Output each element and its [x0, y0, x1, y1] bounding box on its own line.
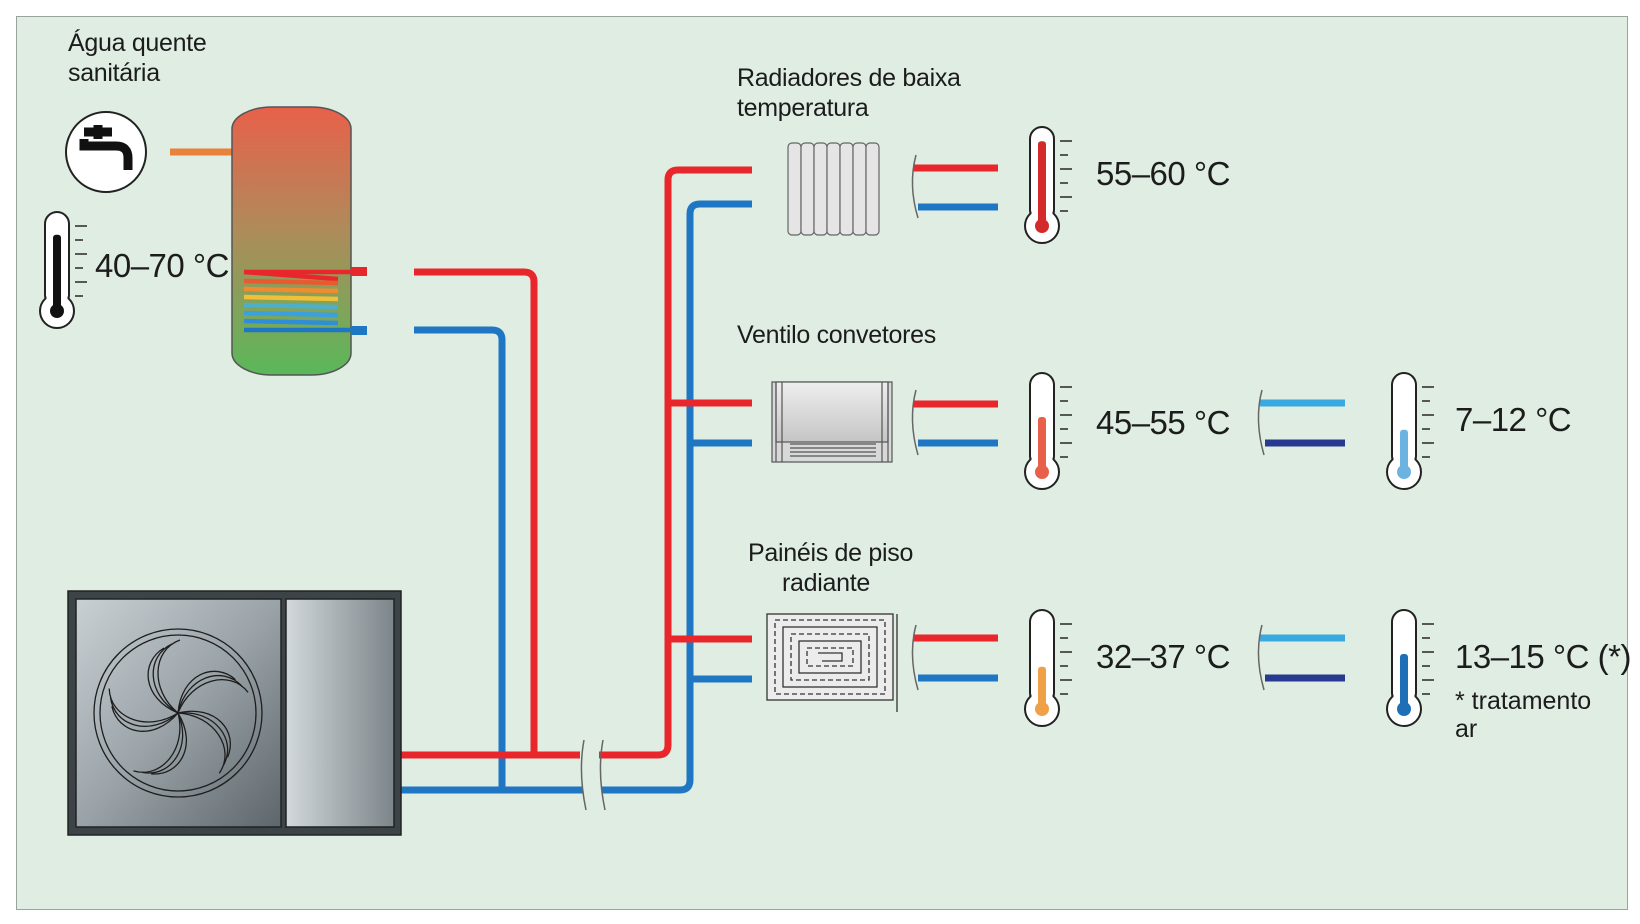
footnote: * tratamento ar — [1455, 687, 1592, 743]
dhw-label-line2: sanitária — [68, 59, 160, 87]
floor-heating-icon — [766, 613, 898, 712]
floor-heat-temperature: 32–37 °C — [1096, 638, 1230, 675]
thermometer-dhw-icon — [39, 211, 87, 329]
fancoil-icon — [771, 381, 893, 463]
thermometer-liquid — [1400, 429, 1408, 476]
radiator-lines — [911, 154, 998, 219]
floor-lines — [911, 624, 1345, 691]
thermometer-radiators-icon — [1024, 126, 1072, 244]
thermometer-floor-heat-icon — [1024, 609, 1072, 727]
fancoil-heat-temperature: 45–55 °C — [1096, 404, 1230, 441]
thermometer-liquid — [1400, 654, 1408, 713]
pipe-break-marks — [580, 739, 606, 811]
floor-label-line1: Painéis de piso — [748, 539, 914, 567]
floor-label-line2: radiante — [782, 569, 870, 597]
thermometer-fancoil-heat-icon — [1024, 372, 1072, 490]
thermometer-fancoil-cool-icon — [1386, 372, 1434, 490]
dhw-temperature: 40–70 °C — [95, 247, 229, 284]
water-tank — [231, 106, 367, 376]
fancoil-cool-temperature: 7–12 °C — [1455, 401, 1572, 438]
floor-cool-temperature: 13–15 °C (*) — [1455, 638, 1631, 675]
tap-icon — [65, 111, 232, 193]
fancoil-lines — [911, 389, 1345, 456]
thermometer-liquid — [1038, 417, 1046, 476]
thermometer-liquid — [1038, 666, 1046, 713]
thermometer-liquid — [1038, 141, 1046, 230]
radiators-label-line1: Radiadores de baixa — [737, 64, 961, 92]
radiator-icon — [787, 142, 880, 236]
thermometer-floor-cool-icon — [1386, 609, 1434, 727]
fancoil-label: Ventilo convetores — [737, 321, 936, 349]
radiators-temperature: 55–60 °C — [1096, 155, 1230, 192]
radiators-label-line2: temperatura — [737, 94, 869, 122]
tank-coil — [243, 269, 364, 333]
return-pipes — [400, 200, 752, 794]
heat-pump-unit — [67, 590, 402, 836]
dhw-label-line1: Água quente — [68, 29, 207, 57]
fan-icon — [93, 628, 263, 798]
supply-pipes — [400, 166, 752, 759]
thermometer-liquid — [53, 234, 61, 315]
